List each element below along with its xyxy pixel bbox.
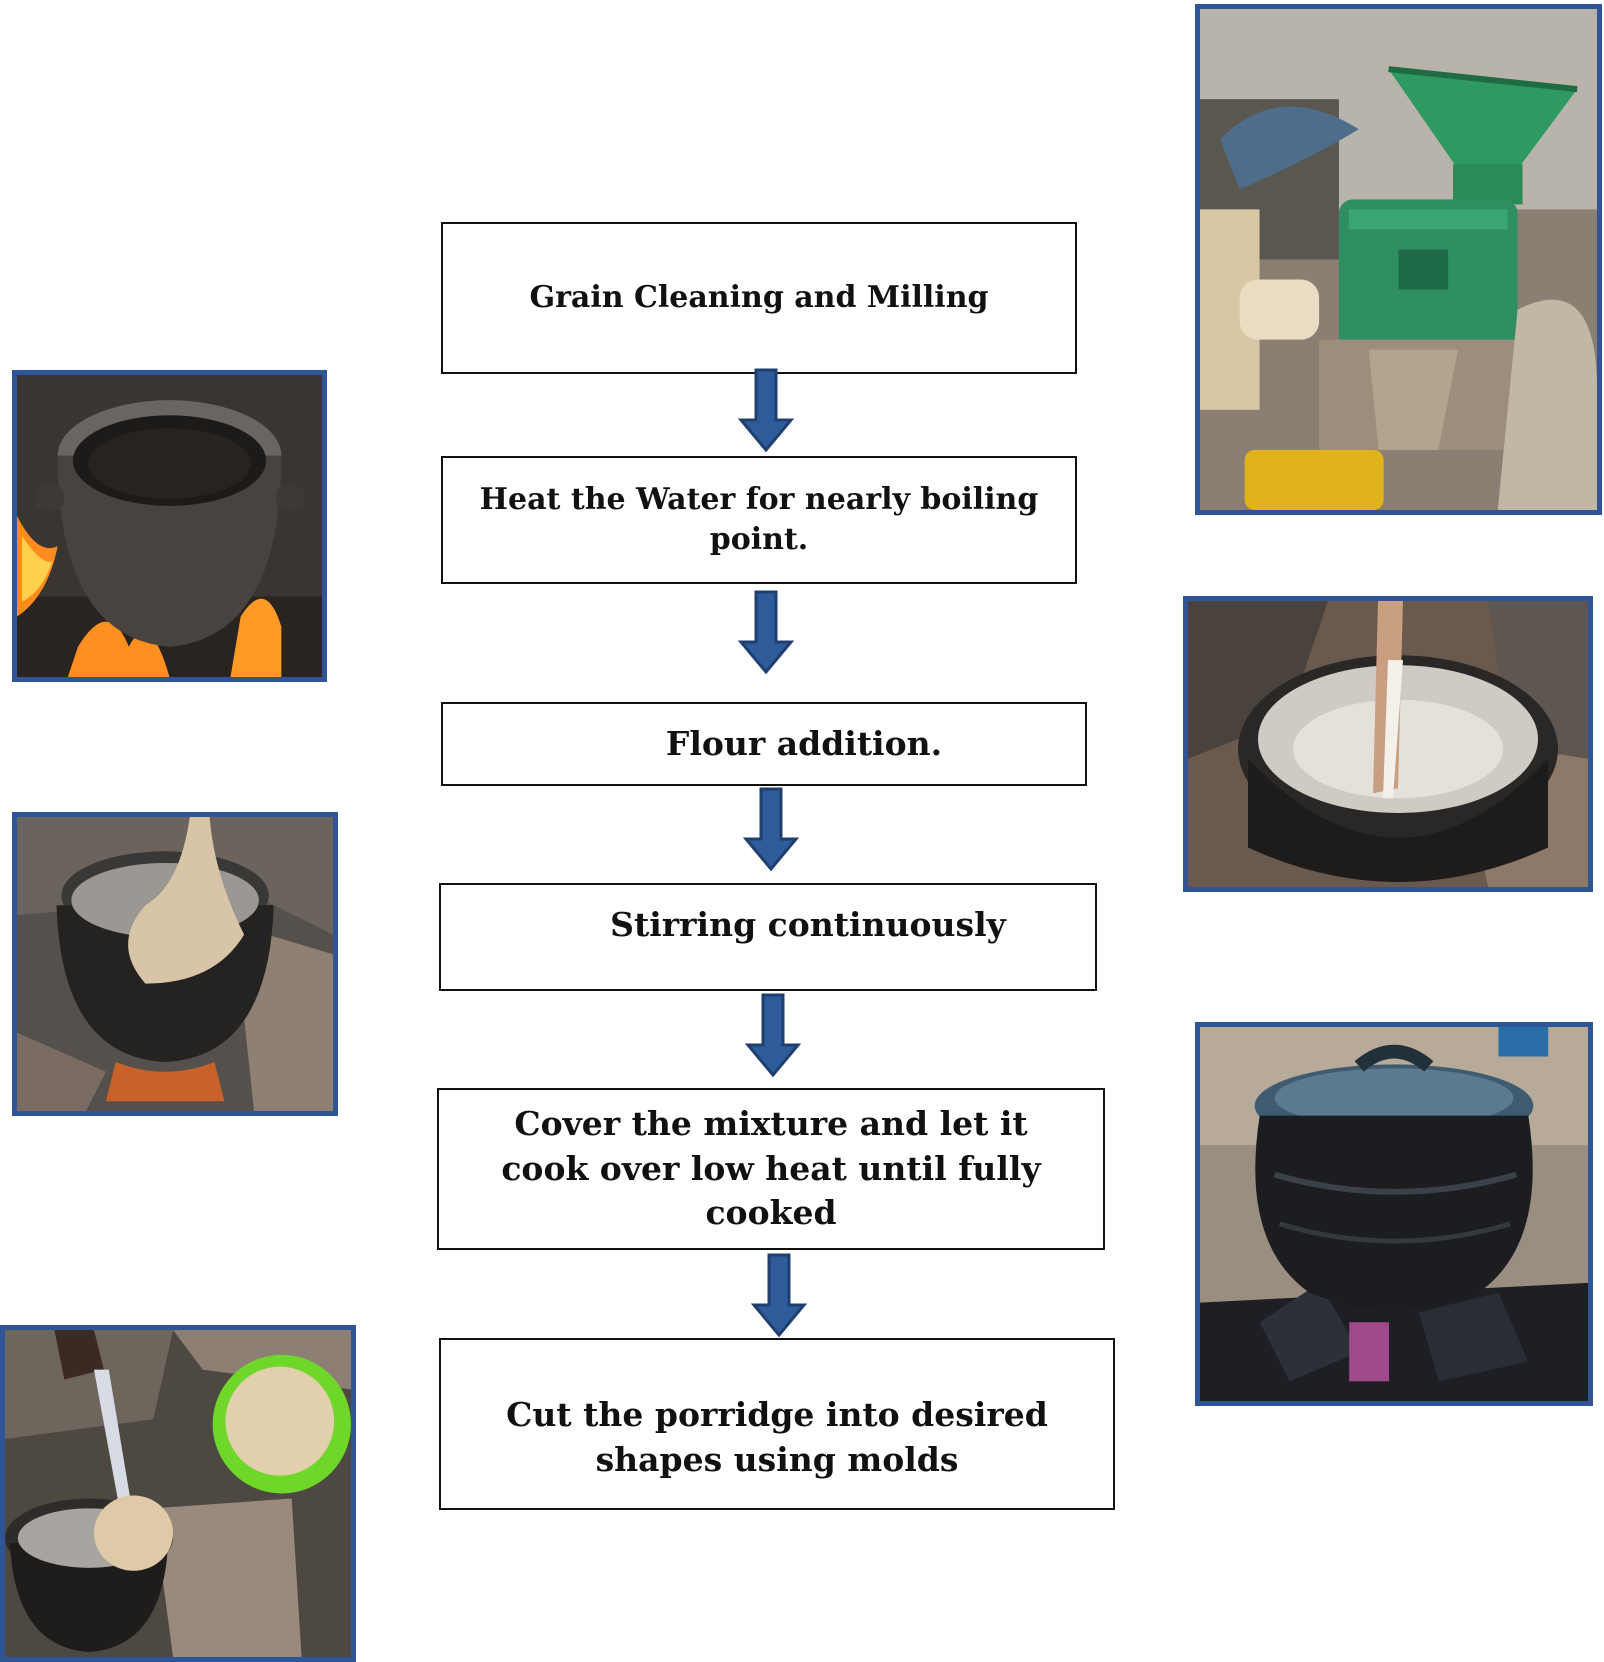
photo-flour-pouring — [1183, 596, 1593, 892]
step-label: Stirring continuously — [610, 904, 1006, 944]
flow-arrow-2 — [738, 590, 794, 674]
step-flour-addition: Flour addition. — [441, 702, 1087, 786]
photo-molding — [0, 1325, 356, 1662]
step-label: Cut the porridge into desired shapes usi… — [506, 1395, 1048, 1479]
flour-pouring-image — [1188, 601, 1588, 887]
step-heat-water: Heat the Water for nearly boiling point. — [441, 456, 1077, 584]
step-label: Cover the mixture and let it cook over l… — [501, 1104, 1041, 1233]
flow-arrow-3 — [743, 787, 799, 871]
molding-image — [5, 1330, 351, 1657]
step-label: Heat the Water for nearly boiling point. — [479, 481, 1039, 558]
covered-pot-image — [1200, 1027, 1588, 1401]
step-stirring: Stirring continuously — [439, 883, 1097, 991]
step-cover-cook: Cover the mixture and let it cook over l… — [437, 1088, 1105, 1250]
flow-arrow-1 — [738, 368, 794, 452]
flow-arrow-5 — [751, 1253, 807, 1337]
milling-machine-image — [1200, 9, 1597, 510]
photo-stirring-pot — [12, 812, 338, 1116]
step-label: Flour addition. — [665, 723, 943, 763]
photo-covered-pot — [1195, 1022, 1593, 1406]
photo-pot-over-fire — [12, 370, 327, 682]
step-label: Grain Cleaning and Milling — [529, 279, 989, 315]
stirring-pot-image — [17, 817, 333, 1111]
step-grain-cleaning: Grain Cleaning and Milling — [441, 222, 1077, 374]
step-cut-porridge: Cut the porridge into desired shapes usi… — [439, 1338, 1115, 1510]
photo-milling-machine — [1195, 4, 1602, 515]
pot-over-fire-image — [17, 375, 322, 677]
flow-arrow-4 — [745, 993, 801, 1077]
